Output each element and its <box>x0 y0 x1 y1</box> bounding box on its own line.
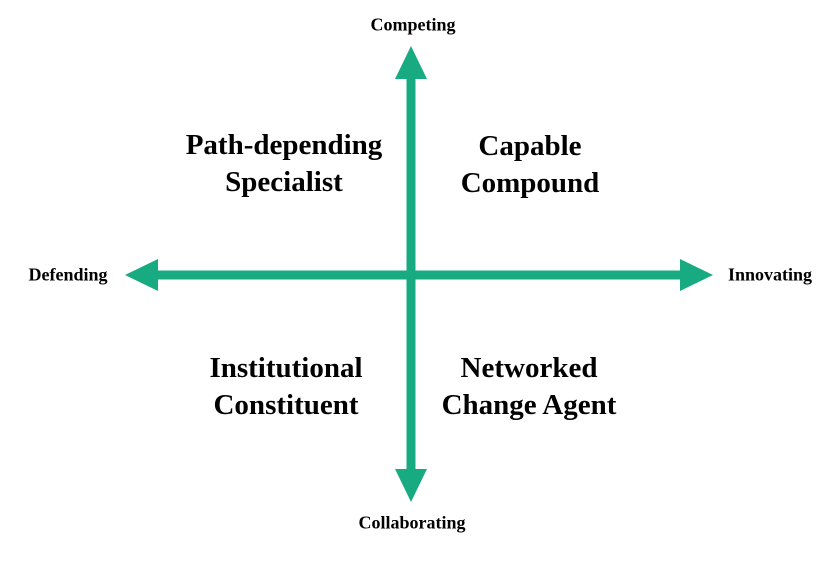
arrow-down-icon <box>395 469 427 502</box>
quadrant-label-line: Capable <box>478 130 582 162</box>
axis-label-left: Defending <box>28 264 108 285</box>
arrow-up-icon <box>395 46 427 79</box>
quadrant-label-line: Path-depending <box>185 129 383 161</box>
quadrant-label-bottom-left: Institutional Constituent <box>209 350 362 424</box>
quadrant-label-line: Change Agent <box>441 389 617 421</box>
quadrant-label-line: Institutional <box>209 352 363 384</box>
axis-label-bottom: Collaborating <box>358 512 466 533</box>
axis-label-right: Innovating <box>727 264 813 285</box>
arrow-left-icon <box>125 259 158 291</box>
quadrant-label-line: Networked <box>460 352 598 384</box>
quadrant-label-line: Compound <box>460 167 600 199</box>
arrow-right-icon <box>680 259 713 291</box>
quadrant-label-line: Specialist <box>225 166 343 198</box>
quadrant-label-top-left: Path-depending Specialist <box>186 127 383 201</box>
quadrant-label-bottom-right: Networked Change Agent <box>442 350 617 424</box>
quadrant-label-line: Constituent <box>213 389 359 421</box>
quadrant-label-top-right: Capable Compound <box>461 128 600 202</box>
axis-label-top: Competing <box>370 14 456 35</box>
